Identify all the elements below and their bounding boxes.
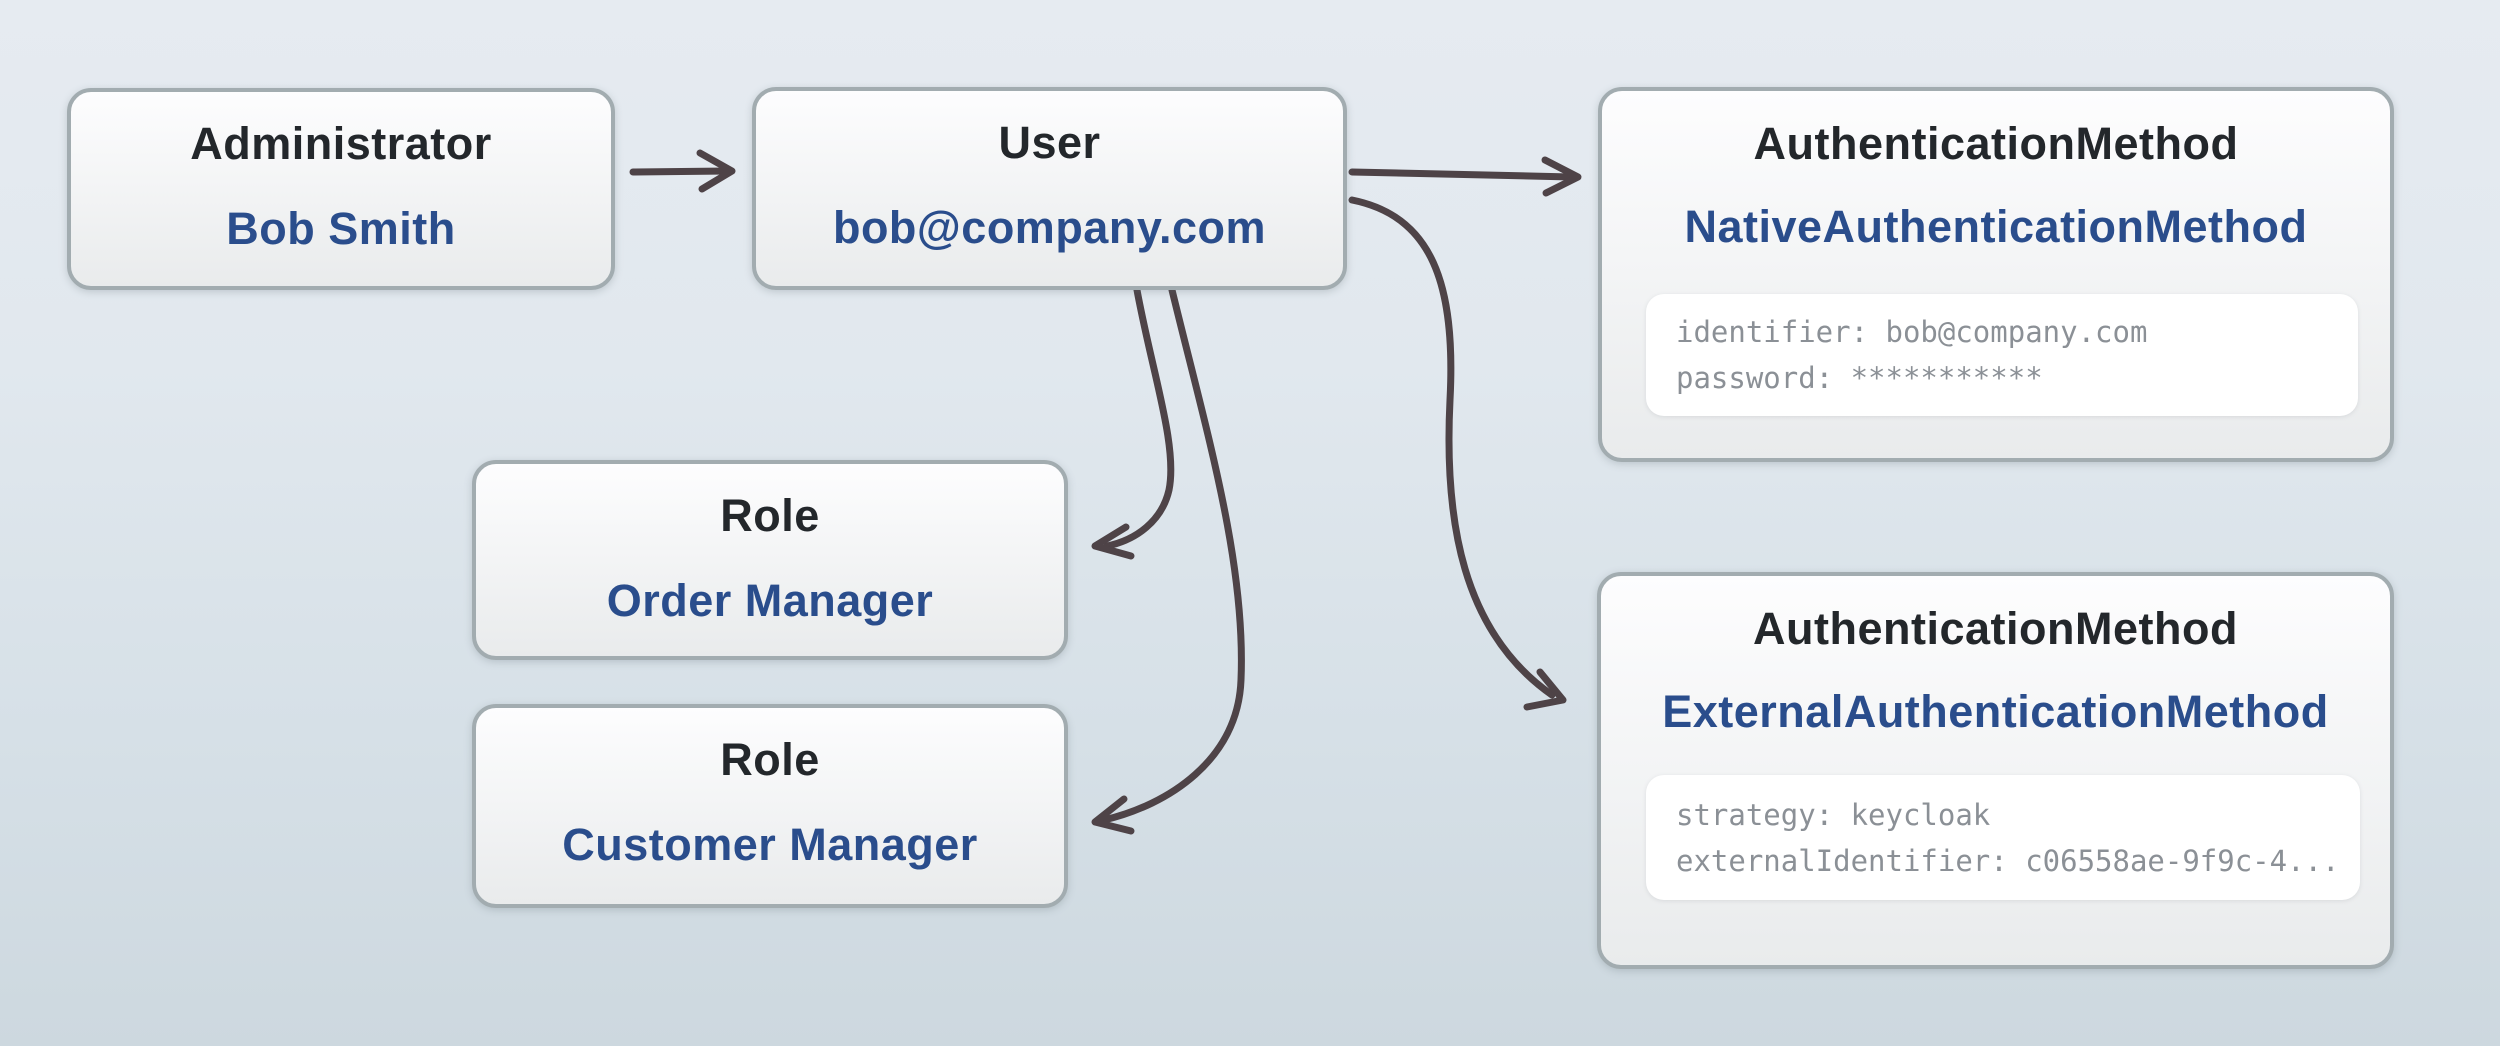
edge-user-to-role-order-manager xyxy=(1103,286,1175,550)
fields-panel: identifier: bob@company.com password: **… xyxy=(1646,294,2358,416)
entity-box-native-authentication-method: AuthenticationMethod NativeAuthenticatio… xyxy=(1598,87,2394,462)
entity-type-label: AuthenticationMethod xyxy=(1753,118,2239,169)
arrowhead-user-to-role-customer-manager xyxy=(1091,795,1135,835)
entity-box-administrator: Administrator Bob Smith xyxy=(67,88,615,290)
entity-box-role-order-manager: Role Order Manager xyxy=(472,460,1068,660)
entity-type-label: AuthenticationMethod xyxy=(1753,603,2238,654)
entity-type-label: User xyxy=(998,117,1101,168)
entity-name-label: ExternalAuthenticationMethod xyxy=(1662,686,2329,737)
entity-name-label: Bob Smith xyxy=(226,203,456,254)
entity-box-user: User bob@company.com xyxy=(752,87,1347,290)
arrowhead-user-to-external-authentication-method xyxy=(1523,668,1567,711)
arrowhead-user-to-native-authentication-method xyxy=(1541,156,1582,197)
field-external-identifier: externalIdentifier: c06558ae-9f9c-4... xyxy=(1676,843,2340,878)
arrowhead-administrator-to-user xyxy=(696,149,736,193)
entity-name-label: Order Manager xyxy=(606,575,934,626)
entity-type-label: Role xyxy=(720,734,820,785)
edge-administrator-to-user xyxy=(629,167,732,176)
fields-panel: strategy: keycloak externalIdentifier: c… xyxy=(1646,775,2360,900)
edge-user-to-native-authentication-method xyxy=(1348,168,1576,181)
field-identifier: identifier: bob@company.com xyxy=(1676,315,2148,349)
entity-type-label: Administrator xyxy=(190,118,492,169)
arrowhead-user-to-role-order-manager xyxy=(1091,523,1135,560)
edge-user-to-role-customer-manager xyxy=(1100,286,1245,824)
entity-box-external-authentication-method: AuthenticationMethod ExternalAuthenticat… xyxy=(1597,572,2394,969)
field-password: password: *********** xyxy=(1676,361,2043,395)
entity-type-label: Role xyxy=(720,490,820,541)
entity-box-role-customer-manager: Role Customer Manager xyxy=(472,704,1068,908)
edge-user-to-external-authentication-method xyxy=(1348,196,1556,699)
entity-name-label: bob@company.com xyxy=(832,202,1267,253)
entity-name-label: NativeAuthenticationMethod xyxy=(1684,201,2308,252)
field-strategy: strategy: keycloak xyxy=(1676,797,1991,832)
entity-name-label: Customer Manager xyxy=(562,819,978,870)
